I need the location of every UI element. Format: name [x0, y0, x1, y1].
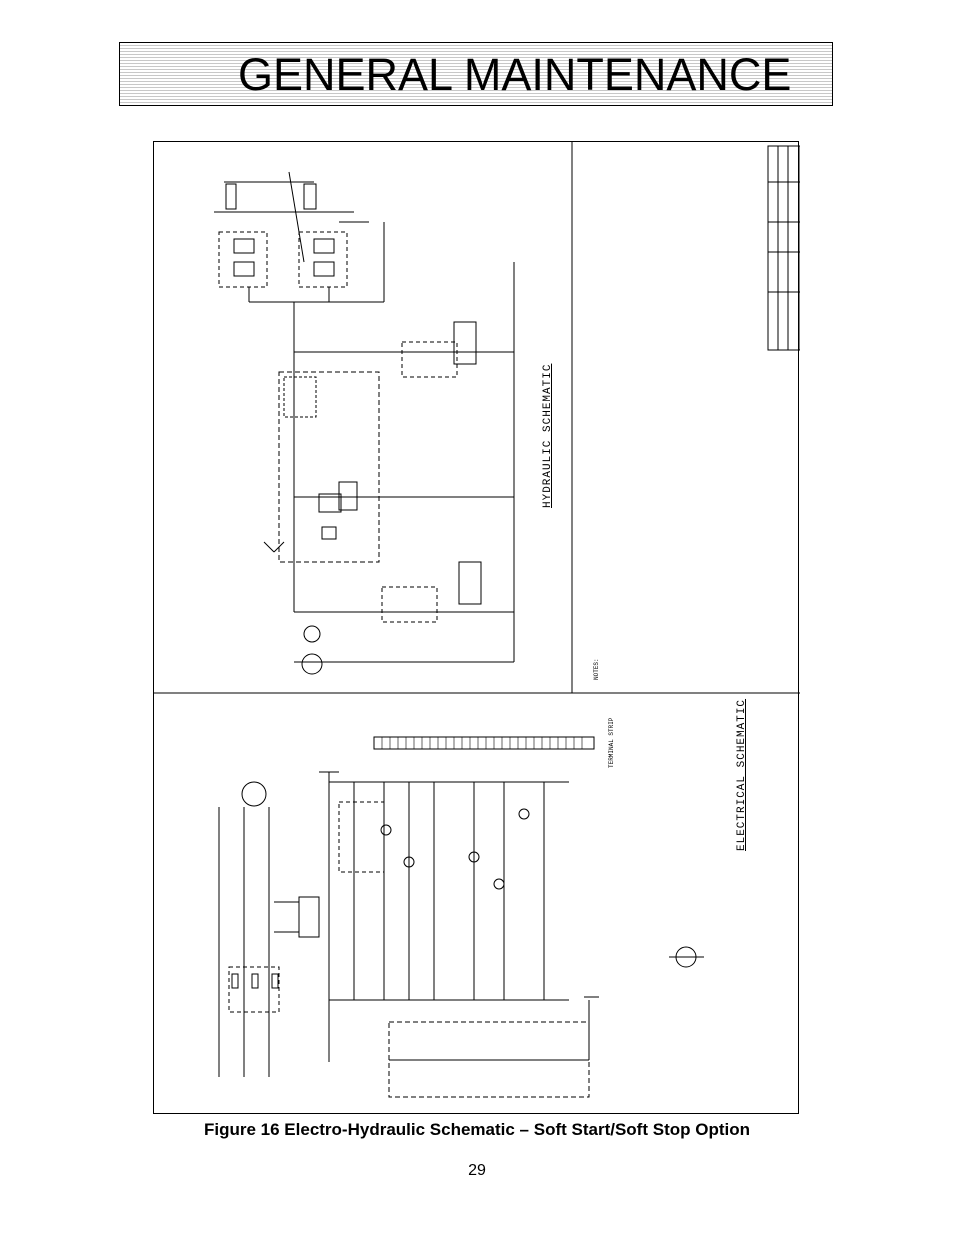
schematic-frame: HYDRAULIC SCHEMATIC ELECTRICAL SCHEMATIC…: [153, 141, 800, 1114]
notes-heading: NOTES:: [593, 658, 600, 680]
page-title: GENERAL MAINTENANCE: [238, 49, 792, 100]
terminal-strip-label: TERMINAL STRIP: [608, 717, 615, 768]
hydraulic-schematic-title: HYDRAULIC SCHEMATIC: [542, 363, 554, 508]
electrical-schematic-title: ELECTRICAL SCHEMATIC: [736, 698, 748, 851]
figure-caption: Figure 16 Electro-Hydraulic Schematic – …: [204, 1120, 750, 1139]
header-banner: GENERAL MAINTENANCE: [119, 42, 833, 106]
page-number: 29: [468, 1162, 486, 1179]
schematic-drawing: [154, 142, 800, 1098]
